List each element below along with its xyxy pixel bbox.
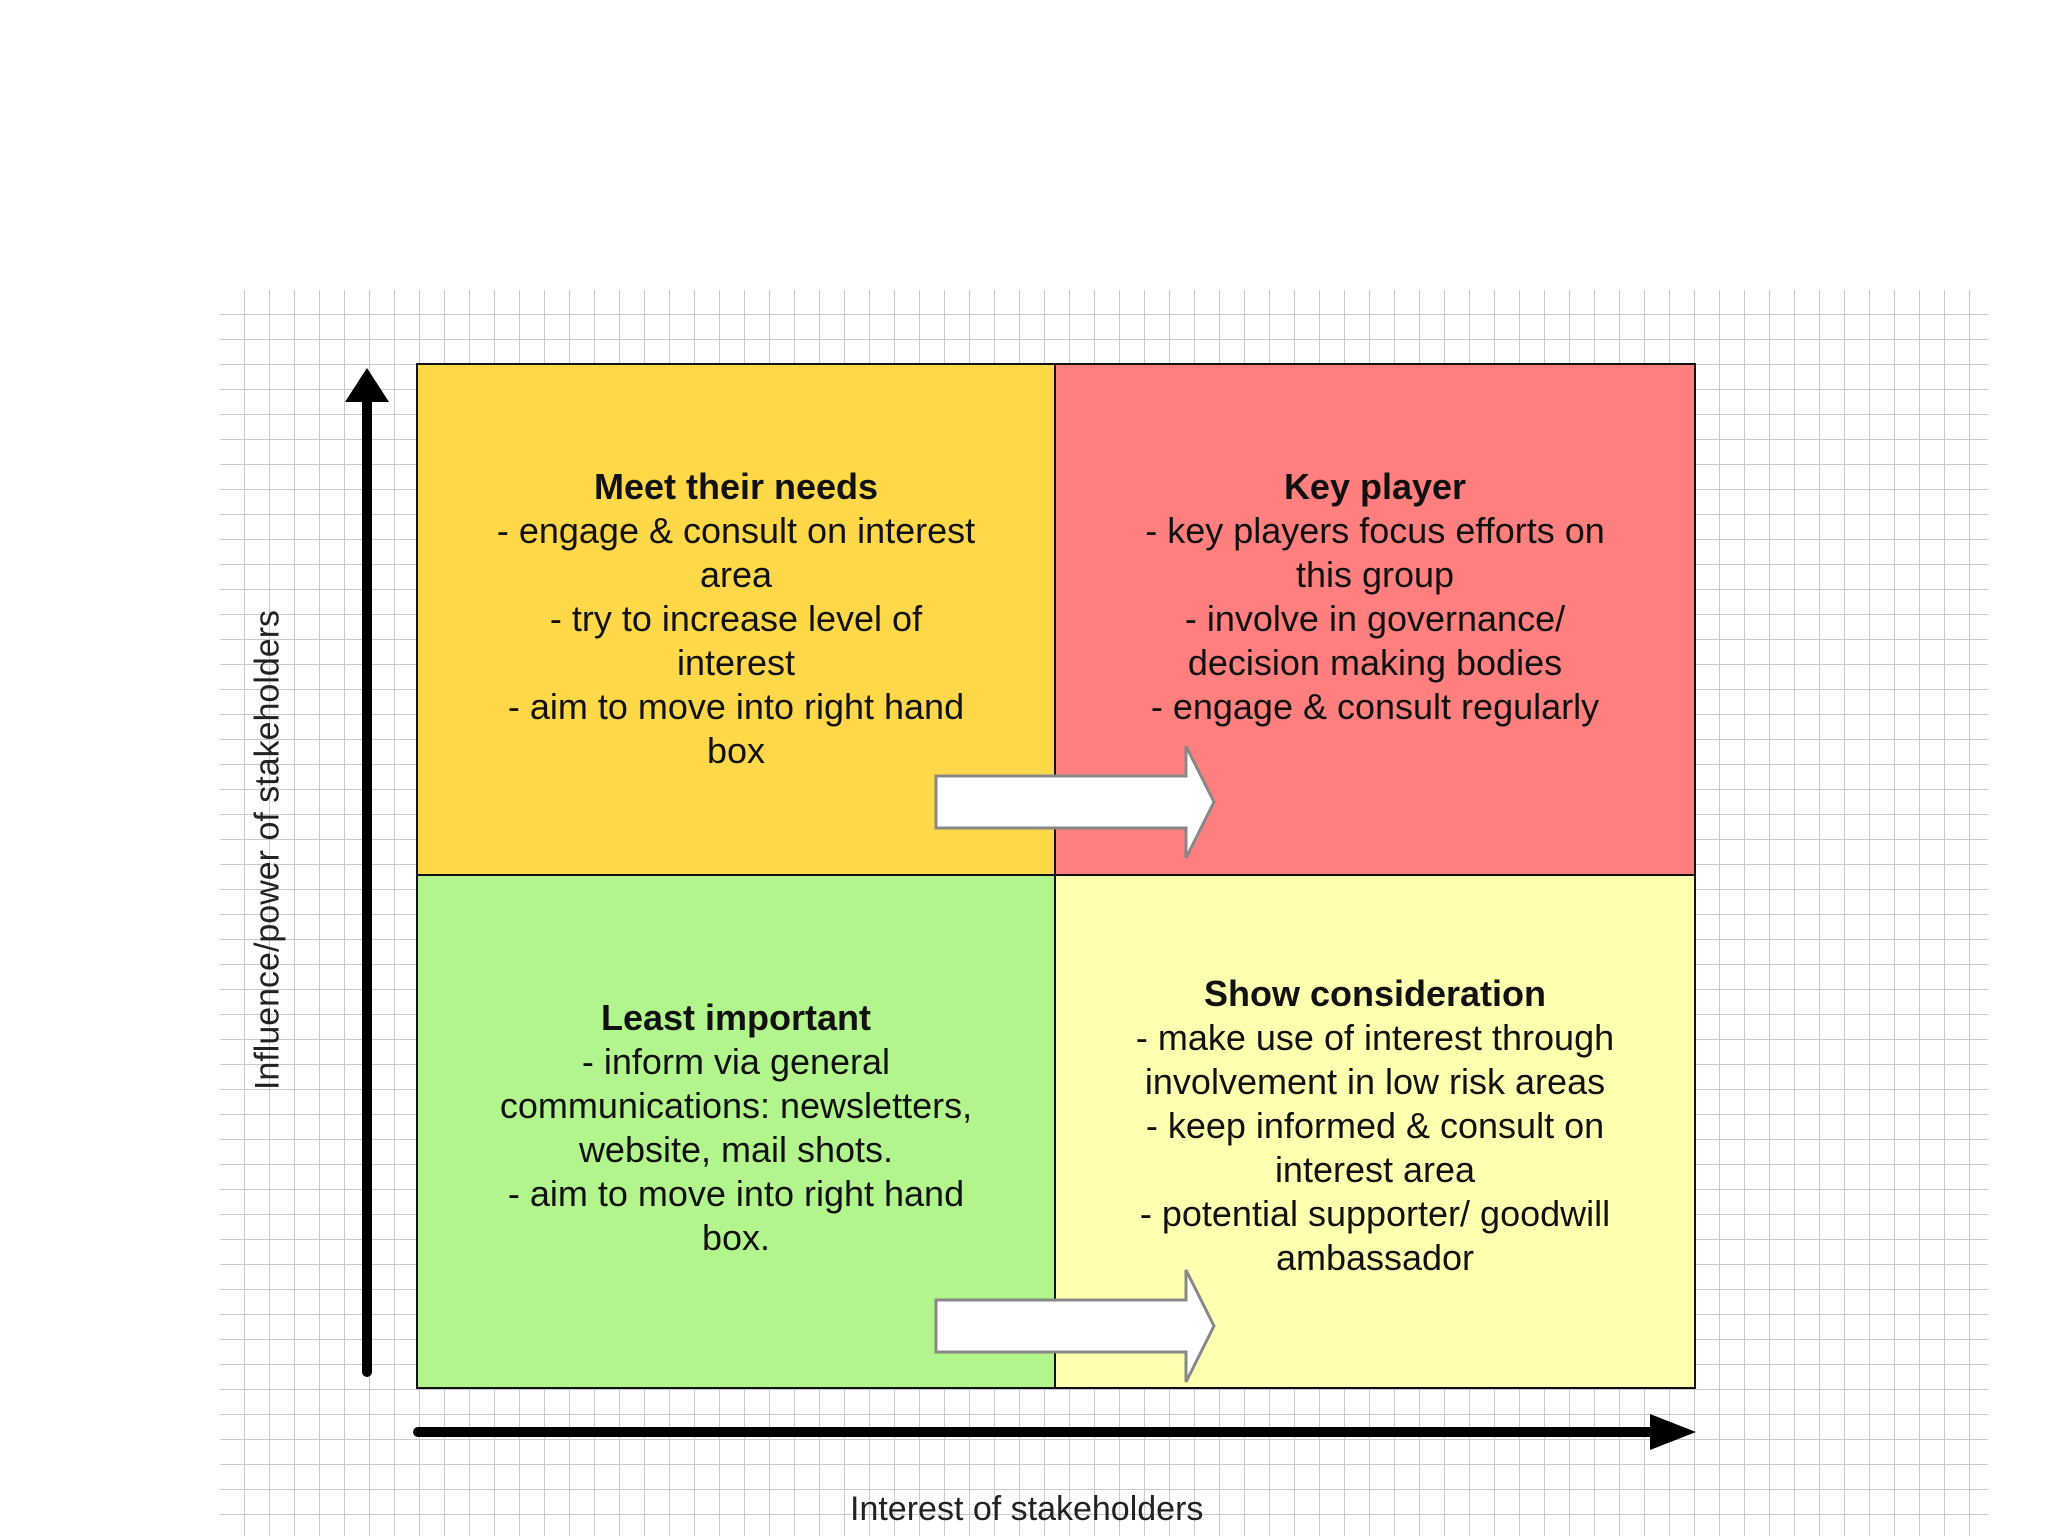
quadrant-title: Show consideration [1203, 973, 1547, 1014]
quadrant-line: - involve in governance/ [1184, 598, 1566, 639]
quadrant-line: website, mail shots. [578, 1129, 894, 1170]
quadrant-line: - keep informed & consult on [1145, 1105, 1605, 1146]
quadrant-line: - key players focus efforts on [1145, 510, 1605, 551]
quadrant-show-consideration: Show consideration - make use of interes… [1054, 874, 1696, 1389]
quadrant-line: ambassador [1275, 1237, 1475, 1278]
quadrant-line: interest [676, 642, 796, 683]
quadrant-line: box. [701, 1217, 771, 1258]
quadrant-title: Least important [600, 997, 872, 1038]
quadrant-line: area [699, 554, 773, 595]
quadrant-title: Meet their needs [593, 466, 879, 507]
quadrant-line: - potential supporter/ goodwill [1139, 1193, 1611, 1234]
quadrant-line: box [706, 730, 766, 771]
quadrant-line: - engage & consult regularly [1150, 686, 1600, 727]
quadrant-line: decision making bodies [1187, 642, 1563, 683]
quadrant-line: communications: newsletters, [499, 1085, 973, 1126]
quadrant-line: - inform via general [581, 1041, 891, 1082]
quadrant-title: Key player [1283, 466, 1467, 507]
quadrant-line: this group [1295, 554, 1455, 595]
quadrant-line: - make use of interest through [1135, 1017, 1615, 1058]
quadrant-line: - engage & consult on interest [496, 510, 976, 551]
quadrant-line: - aim to move into right hand [507, 1173, 965, 1214]
quadrant-meet-their-needs: Meet their needs - engage & consult on i… [416, 363, 1056, 876]
x-axis-arrow [413, 1414, 1696, 1450]
quadrant-line: interest area [1274, 1149, 1476, 1190]
quadrant-line: - try to increase level of [549, 598, 923, 639]
quadrant-line: involvement in low risk areas [1144, 1061, 1606, 1102]
y-axis-label: Influence/power of stakeholders [248, 609, 287, 1091]
stakeholder-matrix: Meet their needs - engage & consult on i… [220, 290, 1988, 1536]
quadrant-key-player: Key player - key players focus efforts o… [1054, 363, 1696, 876]
quadrant-least-important: Least important - inform via general com… [416, 874, 1056, 1389]
x-axis-label: Interest of stakeholders [850, 1490, 1204, 1528]
quadrant-line: - aim to move into right hand [507, 686, 965, 727]
y-axis-arrow [345, 368, 389, 1377]
